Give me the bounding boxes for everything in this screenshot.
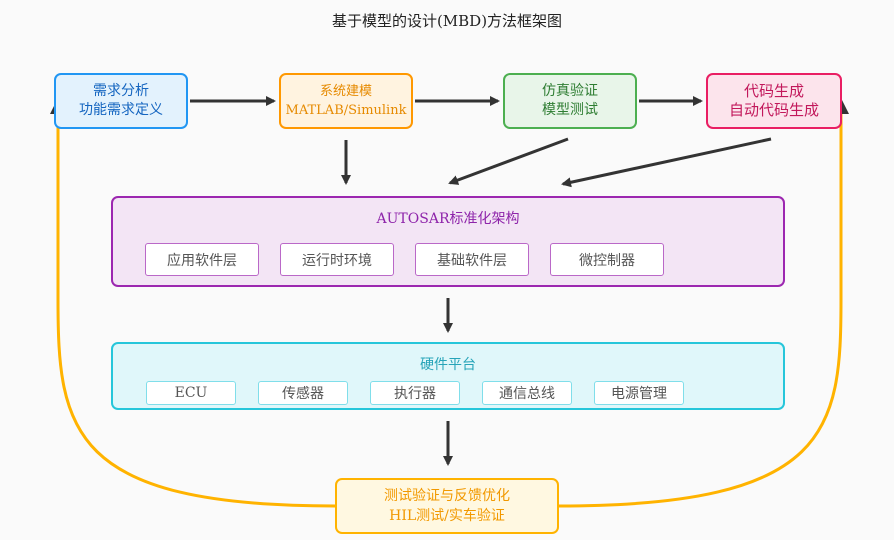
hardware-item-bus: 通信总线	[482, 381, 572, 405]
autosar-title: AUTOSAR标准化架构	[376, 211, 520, 227]
code-generation-title: 代码生成	[743, 82, 804, 100]
autosar-layer-application: 应用软件层	[145, 243, 259, 276]
hardware-item-ecu: ECU	[146, 381, 236, 405]
autosar-layer-mcu: 微控制器	[550, 243, 664, 276]
autosar-layer-rte: 运行时环境	[280, 243, 394, 276]
hardware-item-actuator: 执行器	[370, 381, 460, 405]
hardware-panel: 硬件平台 ECU 传感器 执行器 通信总线 电源管理	[111, 342, 785, 410]
simulation-subtitle: 模型测试	[542, 102, 598, 118]
system-modeling-node: 系统建模 MATLAB/Simulink	[279, 73, 413, 129]
hardware-title: 硬件平台	[420, 357, 476, 373]
autosar-layer-bsw: 基础软件层	[415, 243, 529, 276]
simulation-node: 仿真验证 模型测试	[503, 73, 637, 129]
feedback-loop-right	[558, 113, 843, 508]
testing-title: 测试验证与反馈优化	[384, 488, 510, 504]
hardware-item-power: 电源管理	[594, 381, 684, 405]
requirements-title: 需求分析	[93, 83, 149, 99]
diagram-title: 基于模型的设计(MBD)方法框架图	[331, 12, 563, 30]
feedback-loop-left	[56, 113, 336, 508]
autosar-panel: AUTOSAR标准化架构 应用软件层 运行时环境 基础软件层 微控制器	[111, 196, 785, 287]
system-modeling-subtitle: MATLAB/Simulink	[285, 103, 407, 118]
arrow-code-to-autosar	[561, 137, 772, 188]
requirements-analysis-node: 需求分析 功能需求定义	[54, 73, 188, 129]
requirements-subtitle: 功能需求定义	[79, 102, 163, 118]
simulation-title: 仿真验证	[542, 83, 598, 99]
code-generation-subtitle: 自动代码生成	[728, 101, 819, 119]
testing-subtitle: HIL测试/实车验证	[389, 508, 505, 524]
system-modeling-title: 系统建模	[319, 84, 372, 99]
arrow-sim-to-autosar	[448, 137, 569, 185]
code-generation-node: 代码生成 自动代码生成	[706, 73, 842, 129]
hardware-item-sensor: 传感器	[258, 381, 348, 405]
testing-feedback-node: 测试验证与反馈优化 HIL测试/实车验证	[335, 478, 559, 534]
